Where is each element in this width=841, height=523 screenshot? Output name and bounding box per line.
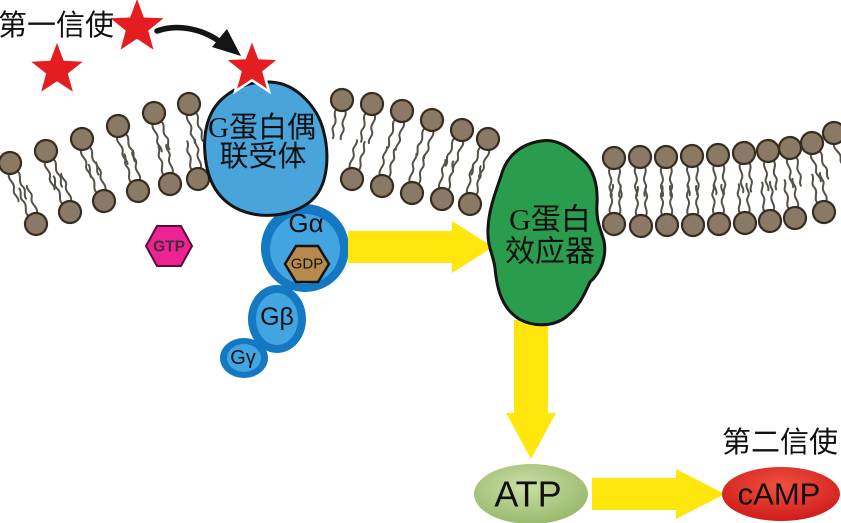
phospholipid-icon [141,100,171,153]
phospholipid-icon [444,117,475,170]
second-messenger-label: 第二信使 [722,426,838,459]
gpcr-receptor: G蛋白偶 联受体 [203,80,329,217]
phospholipid-icon [757,180,783,234]
ligand-star-on-receptor-icon [221,35,283,95]
phospholipid-icon [680,184,706,238]
first-messenger-star-icon [110,0,164,50]
phospholipid-icon [628,185,654,239]
phospholipid-icon [359,91,385,145]
phospholipid-icon [157,143,183,197]
atp-to-camp-arrow [592,469,725,519]
binding-arrow-head [212,29,241,56]
phospholipid-icon [105,113,137,166]
phospholipid-icon [782,177,808,231]
phospholipid-icon [87,161,117,214]
phospholipid-icon [387,98,415,151]
camp-molecule: cAMP [722,467,840,521]
phospholipid-icon [123,151,151,204]
gtp-label: GTP [153,239,185,256]
phospholipid-icon [705,142,731,196]
phospholipid-icon [339,139,366,192]
phospholipid-icon [33,138,64,191]
phospholipid-icon [0,150,28,203]
phospholipid-icon [799,130,830,183]
atp-label: ATP [494,474,561,515]
phospholipid-icon [601,145,627,199]
g-alpha-label: Gα [288,208,323,238]
phospholipid-icon [679,143,705,197]
phospholipid-icon [653,144,679,198]
activation-arrow [348,221,493,273]
phospholipid-icon [329,87,355,141]
g-gamma-subunit: Gγ [220,338,268,378]
phospholipid-icon [415,107,445,160]
camp-label: cAMP [738,477,821,512]
phospholipid-icon [811,171,837,225]
effector-to-atp-arrow [506,320,556,459]
phospholipid-icon [777,135,803,189]
phospholipid-icon [429,158,455,212]
binding-arrow-curve [154,24,222,44]
effector-label-line1: G蛋白 [509,204,591,237]
phospholipid-icon [52,172,83,225]
gtp-hexagon: GTP [144,225,194,267]
phospholipid-icon [654,184,680,238]
lipid-bilayer-membrane [0,87,841,239]
phospholipid-icon [457,163,483,217]
g-beta-subunit: Gβ [248,285,306,353]
phospholipid-icon [706,183,732,237]
phospholipid-icon [369,146,396,199]
receptor-label-line1: G蛋白偶 [208,111,316,144]
g-protein-effector: G蛋白 效应器 [486,139,607,327]
first-messenger-label: 第一信使 [0,9,114,42]
receptor-label-line2: 联受体 [219,140,306,173]
effector-label-line2: 效应器 [505,236,595,269]
g-beta-label: Gβ [260,303,294,331]
phospholipid-icon [176,91,204,144]
atp-molecule: ATP [474,464,588,523]
phospholipid-icon [627,144,653,198]
g-gamma-label: Gγ [230,347,256,369]
phospholipid-icon [731,140,757,194]
gdp-hexagon [283,244,331,284]
first-messenger-star2-icon [31,43,83,92]
phospholipid-icon [732,182,758,236]
g-alpha-subunit: Gα GDP [261,204,349,292]
phospholipid-icon [18,184,49,237]
phospholipid-icon [601,183,627,237]
gdp-label: GDP [291,256,324,273]
phospholipid-icon [399,153,426,206]
